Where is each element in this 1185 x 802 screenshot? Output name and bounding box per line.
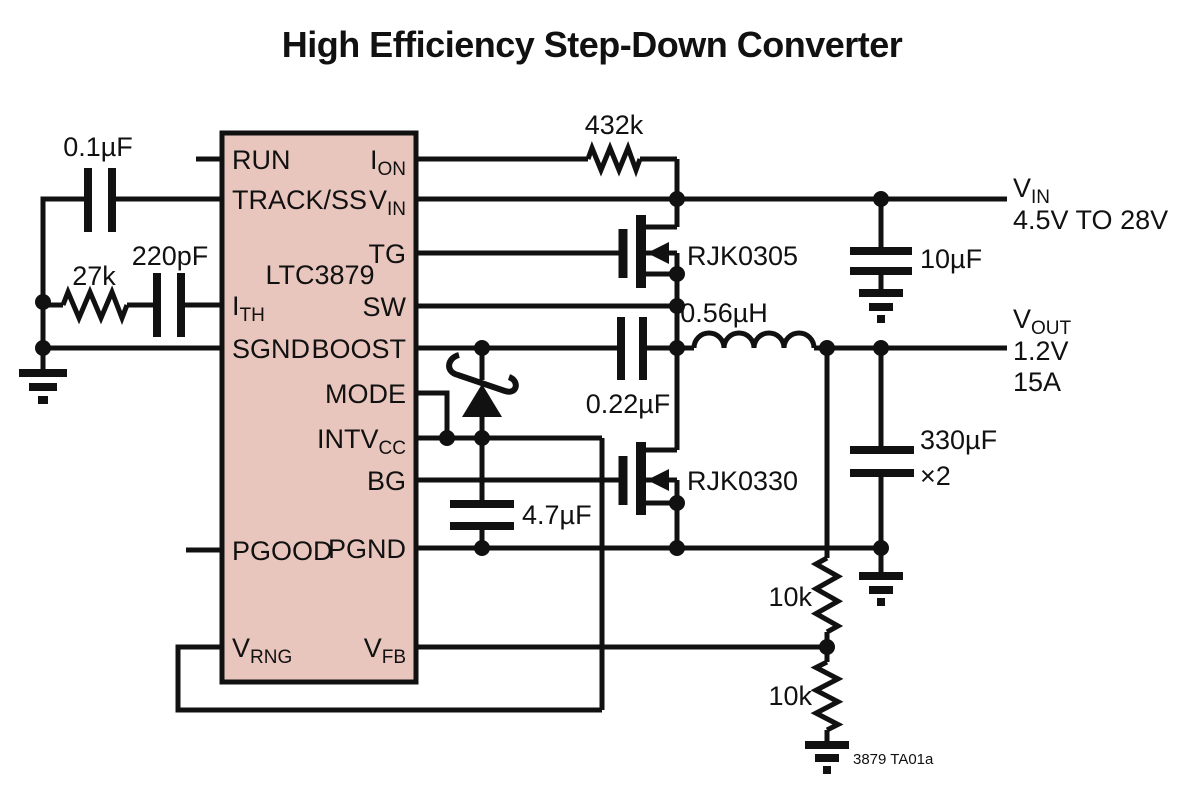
pin-sgnd: SGND — [232, 334, 310, 364]
figure-reference: 3879 TA01a — [853, 751, 934, 768]
capacitors — [84, 168, 914, 530]
label-fb-res-bot: 10k — [768, 681, 812, 711]
label-vout-cap-qty: ×2 — [920, 461, 951, 491]
junction-dot — [669, 266, 685, 282]
junction-dot — [669, 495, 685, 511]
q2-body-arrow-icon — [647, 469, 669, 491]
junction-dot — [669, 298, 685, 314]
capacitor-0p1uf — [84, 168, 116, 232]
pin-tg: TG — [369, 239, 407, 269]
resistors — [60, 141, 844, 733]
label-vin-rail: VIN — [1013, 173, 1050, 208]
resistor-10k-top — [810, 555, 844, 635]
junction-dot — [873, 191, 889, 207]
label-vin-cap: 10µF — [920, 244, 982, 274]
ic-part-number: LTC3879 — [265, 260, 374, 290]
label-vout-voltage: 1.2V — [1013, 336, 1069, 366]
label-bot-fet: RJK0330 — [687, 466, 798, 496]
mosfet-rjk0330-icon — [618, 442, 677, 515]
label-fb-res-top: 10k — [768, 582, 812, 612]
rail-labels: VIN 4.5V TO 28V VOUT 1.2V 15A — [1013, 173, 1168, 397]
label-intvcc-cap: 4.7µF — [522, 500, 592, 530]
label-ss-cap: 0.1µF — [63, 132, 133, 162]
q1-body-arrow-icon — [647, 242, 669, 264]
resistor-27k — [60, 285, 130, 325]
capacitor-4p7uf — [450, 500, 514, 530]
junction-dot — [819, 340, 835, 356]
pin-pgnd: PGND — [328, 534, 406, 564]
wire-left-rail — [40, 196, 84, 370]
wire-mode — [416, 390, 450, 438]
resistor-432k — [585, 141, 643, 178]
capacitor-0p22uf — [617, 317, 647, 380]
resistor-10k-bottom — [810, 659, 844, 733]
label-ion-res: 432k — [585, 110, 644, 140]
mosfet-rjk0305-icon — [618, 215, 677, 288]
junction-dots — [35, 191, 889, 655]
ic-body — [219, 130, 419, 685]
label-top-fet: RJK0305 — [687, 241, 798, 271]
diode-cathode-bar — [446, 352, 519, 395]
capacitor-330uf — [850, 446, 914, 477]
junction-dot — [474, 340, 490, 356]
ground-icon-sgnd — [19, 369, 67, 404]
junction-dot — [873, 540, 889, 556]
inductor-icon — [691, 330, 817, 349]
component-labels: 0.1µF 27k 220pF 432k RJK0305 0.56µH 10µF… — [63, 110, 997, 711]
capacitor-220pf — [153, 273, 185, 337]
pin-boost: BOOST — [311, 334, 406, 364]
pin-ith: ITH — [232, 291, 265, 326]
ic-left-pin-labels: RUN TRACK/SS ITH SGND PGOOD VRNG — [232, 145, 367, 668]
ground-icon-divider — [805, 741, 849, 774]
junction-dot — [669, 340, 685, 356]
junction-dot — [819, 639, 835, 655]
label-ith-res: 27k — [72, 261, 116, 291]
pin-intvcc: INTVCC — [317, 424, 406, 459]
ground-bars — [19, 369, 67, 404]
pin-vrng: VRNG — [232, 633, 292, 668]
pin-vfb: VFB — [364, 633, 406, 668]
diode-anode-triangle — [462, 384, 502, 417]
ground-icon-vin-cap — [859, 289, 903, 323]
label-vin-range: 4.5V TO 28V — [1013, 205, 1168, 235]
schematic-title: High Efficiency Step-Down Converter — [282, 24, 903, 65]
schottky-diode-icon — [446, 352, 519, 417]
junction-dot — [474, 430, 490, 446]
label-ith-cap: 220pF — [132, 241, 209, 271]
pin-bg: BG — [367, 466, 406, 496]
ic-right-pin-labels: ION VIN TG SW BOOST MODE INTVCC BG PGND … — [311, 145, 406, 668]
junction-dot — [439, 430, 455, 446]
junction-dot — [669, 191, 685, 207]
ground-bars — [859, 572, 903, 606]
ground-bars — [805, 741, 849, 774]
junction-dot — [873, 340, 889, 356]
junction-dot — [35, 340, 51, 356]
label-inductor: 0.56µH — [680, 298, 768, 328]
wire-vrng-loop — [175, 644, 602, 713]
junction-dot — [35, 294, 51, 310]
junction-dot — [669, 540, 685, 556]
pin-pgood: PGOOD — [232, 536, 333, 566]
pin-run: RUN — [232, 145, 291, 175]
pin-trackss: TRACK/SS — [232, 185, 367, 215]
pin-sw: SW — [363, 292, 407, 322]
pin-vin: VIN — [369, 185, 406, 220]
label-vout-rail: VOUT — [1013, 304, 1072, 339]
junction-dot — [474, 540, 490, 556]
label-boost-cap: 0.22µF — [586, 389, 671, 419]
pin-ion: ION — [370, 145, 406, 180]
capacitor-10uf — [850, 247, 912, 275]
ground-symbols — [19, 289, 903, 774]
label-vout-cap: 330µF — [920, 425, 997, 455]
ground-icon-pgnd — [859, 548, 903, 606]
label-vout-current: 15A — [1013, 367, 1061, 397]
wires — [40, 156, 1007, 741]
pin-mode: MODE — [325, 379, 406, 409]
ground-bars — [859, 289, 903, 323]
